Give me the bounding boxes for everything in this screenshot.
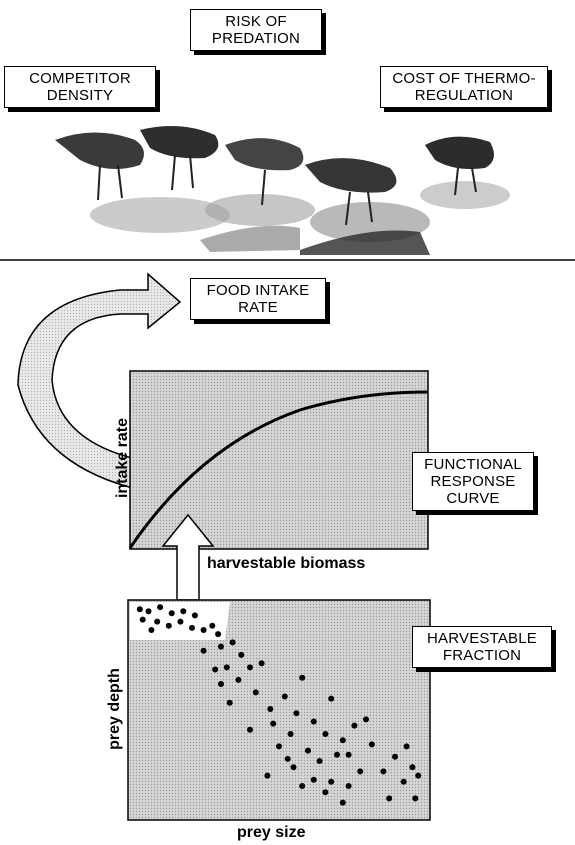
prey-point xyxy=(137,606,143,612)
prey-point xyxy=(201,627,207,633)
prey-point xyxy=(259,660,265,666)
prey-point xyxy=(270,721,276,727)
prey-point xyxy=(317,758,323,764)
food-intake-rate-box: FOOD INTAKE RATE xyxy=(190,278,326,320)
prey-point xyxy=(276,743,282,749)
competitor-line-2: DENSITY xyxy=(9,87,151,104)
prey-point xyxy=(218,644,224,650)
shorebirds-photo xyxy=(40,120,560,255)
risk-of-predation-box: RISK OF PREDATION xyxy=(190,9,322,51)
prey-point xyxy=(288,731,294,737)
prey-point xyxy=(340,737,346,743)
prey-point xyxy=(386,795,392,801)
prey-point xyxy=(148,627,154,633)
food-line-1: FOOD INTAKE xyxy=(195,282,321,299)
prey-point xyxy=(247,727,253,733)
intake-rate-axis-label: intake rate xyxy=(114,403,132,513)
prey-point xyxy=(346,752,352,758)
functional-response-box: FUNCTIONAL RESPONSE CURVE xyxy=(412,452,534,511)
prey-point xyxy=(369,741,375,747)
prey-scatter-plot xyxy=(128,600,430,820)
harvestable-fraction-box: HARVESTABLE FRACTION xyxy=(412,626,552,668)
prey-point xyxy=(235,677,241,683)
prey-point xyxy=(189,625,195,631)
prey-point xyxy=(166,623,172,629)
harvestable-biomass-axis-label: harvestable biomass xyxy=(207,555,365,573)
prey-point xyxy=(209,623,215,629)
thermo-line-1: COST OF THERMO- xyxy=(385,70,543,87)
prey-point xyxy=(146,608,152,614)
prey-point xyxy=(218,681,224,687)
competitor-line-1: COMPETITOR xyxy=(9,70,151,87)
prey-point xyxy=(253,689,259,695)
food-line-2: RATE xyxy=(195,299,321,316)
prey-point xyxy=(392,754,398,760)
prey-point xyxy=(247,664,253,670)
prey-depth-axis-label: prey depth xyxy=(106,654,124,764)
prey-point xyxy=(328,779,334,785)
prey-point xyxy=(401,779,407,785)
prey-point xyxy=(192,612,198,618)
prey-point xyxy=(404,743,410,749)
prey-point xyxy=(415,773,421,779)
functional-line-2: RESPONSE xyxy=(417,473,529,490)
prey-point xyxy=(212,667,218,673)
prey-point xyxy=(346,783,352,789)
harvestable-line-1: HARVESTABLE xyxy=(417,630,547,647)
prey-point xyxy=(311,777,317,783)
risk-line-1: RISK OF xyxy=(195,13,317,30)
thermoregulation-box: COST OF THERMO- REGULATION xyxy=(380,66,548,108)
functional-response-plot xyxy=(130,371,428,549)
prey-point xyxy=(299,783,305,789)
prey-point xyxy=(201,648,207,654)
prey-point xyxy=(334,752,340,758)
prey-point xyxy=(322,789,328,795)
competitor-density-box: COMPETITOR DENSITY xyxy=(4,66,156,108)
prey-point xyxy=(180,608,186,614)
prey-point xyxy=(177,619,183,625)
prey-point xyxy=(215,631,221,637)
thermo-line-2: REGULATION xyxy=(385,87,543,104)
harvestable-line-2: FRACTION xyxy=(417,647,547,664)
prey-point xyxy=(140,617,146,623)
prey-point xyxy=(322,731,328,737)
prey-point xyxy=(412,795,418,801)
functional-line-1: FUNCTIONAL xyxy=(417,456,529,473)
prey-point xyxy=(299,675,305,681)
prey-point xyxy=(154,619,160,625)
prey-point xyxy=(305,748,311,754)
prey-point xyxy=(227,700,233,706)
prey-point xyxy=(328,696,334,702)
prey-point xyxy=(380,768,386,774)
prey-point xyxy=(291,764,297,770)
prey-point xyxy=(157,604,163,610)
risk-line-2: PREDATION xyxy=(195,30,317,47)
prey-size-axis-label: prey size xyxy=(237,824,305,842)
prey-point xyxy=(363,716,369,722)
prey-point xyxy=(293,710,299,716)
prey-point xyxy=(169,610,175,616)
prey-point xyxy=(357,768,363,774)
prey-point xyxy=(264,773,270,779)
prey-point xyxy=(230,639,236,645)
prey-point xyxy=(224,664,230,670)
prey-point xyxy=(409,764,415,770)
prey-point xyxy=(285,756,291,762)
prey-point xyxy=(267,706,273,712)
prey-point xyxy=(351,723,357,729)
prey-point xyxy=(238,652,244,658)
functional-line-3: CURVE xyxy=(417,490,529,507)
prey-point xyxy=(340,800,346,806)
prey-point xyxy=(282,694,288,700)
prey-point xyxy=(311,719,317,725)
